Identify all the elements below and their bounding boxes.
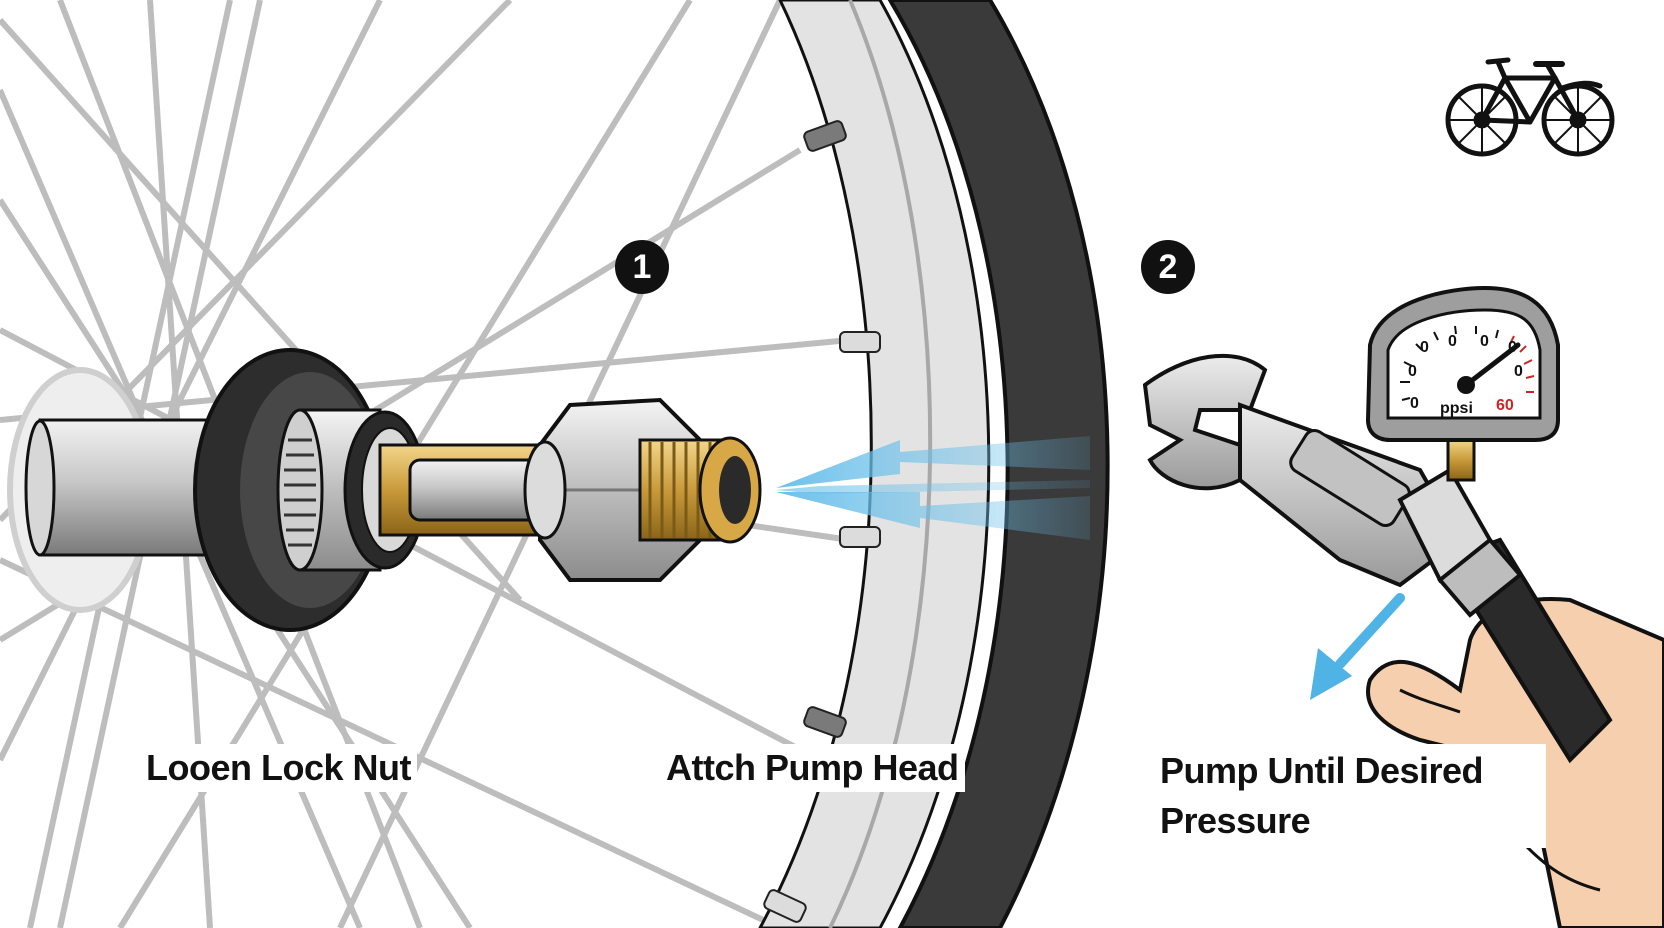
spoke-nipples xyxy=(763,120,881,923)
air-flow-arrows xyxy=(776,436,1090,540)
gauge-tick-label: 0 xyxy=(1508,339,1517,356)
gauge-tick-label: 0 xyxy=(1514,363,1523,380)
pump-head xyxy=(1142,353,1523,618)
pressure-gauge xyxy=(1365,285,1560,442)
wheel-hub xyxy=(7,367,222,613)
step-number-badge: 2 xyxy=(1141,240,1195,294)
gauge-stem xyxy=(1446,438,1476,482)
step-number-badge: 1 xyxy=(615,240,669,294)
gauge-tick-label: 0 xyxy=(1448,333,1457,350)
step-caption: Attch Pump Head xyxy=(660,744,965,792)
step-caption: Pump Until Desired Pressure xyxy=(1154,744,1546,848)
gauge-tick-label: 0 xyxy=(1408,363,1417,380)
gauge-unit-label: ppsi xyxy=(1440,400,1473,417)
step-caption: Looen Lock Nut xyxy=(140,744,417,792)
wheel-tire xyxy=(887,0,1110,928)
valve-thread xyxy=(638,436,762,544)
gauge-tick-label: 0 xyxy=(1480,333,1489,350)
gauge-max-label: 60 xyxy=(1496,397,1514,414)
valve-body xyxy=(378,443,552,537)
gauge-tick-label: 0 xyxy=(1420,339,1429,356)
direction-arrow xyxy=(1310,593,1405,700)
gauge-tick-label: 0 xyxy=(1410,395,1419,412)
bicycle-icon xyxy=(1445,57,1615,157)
